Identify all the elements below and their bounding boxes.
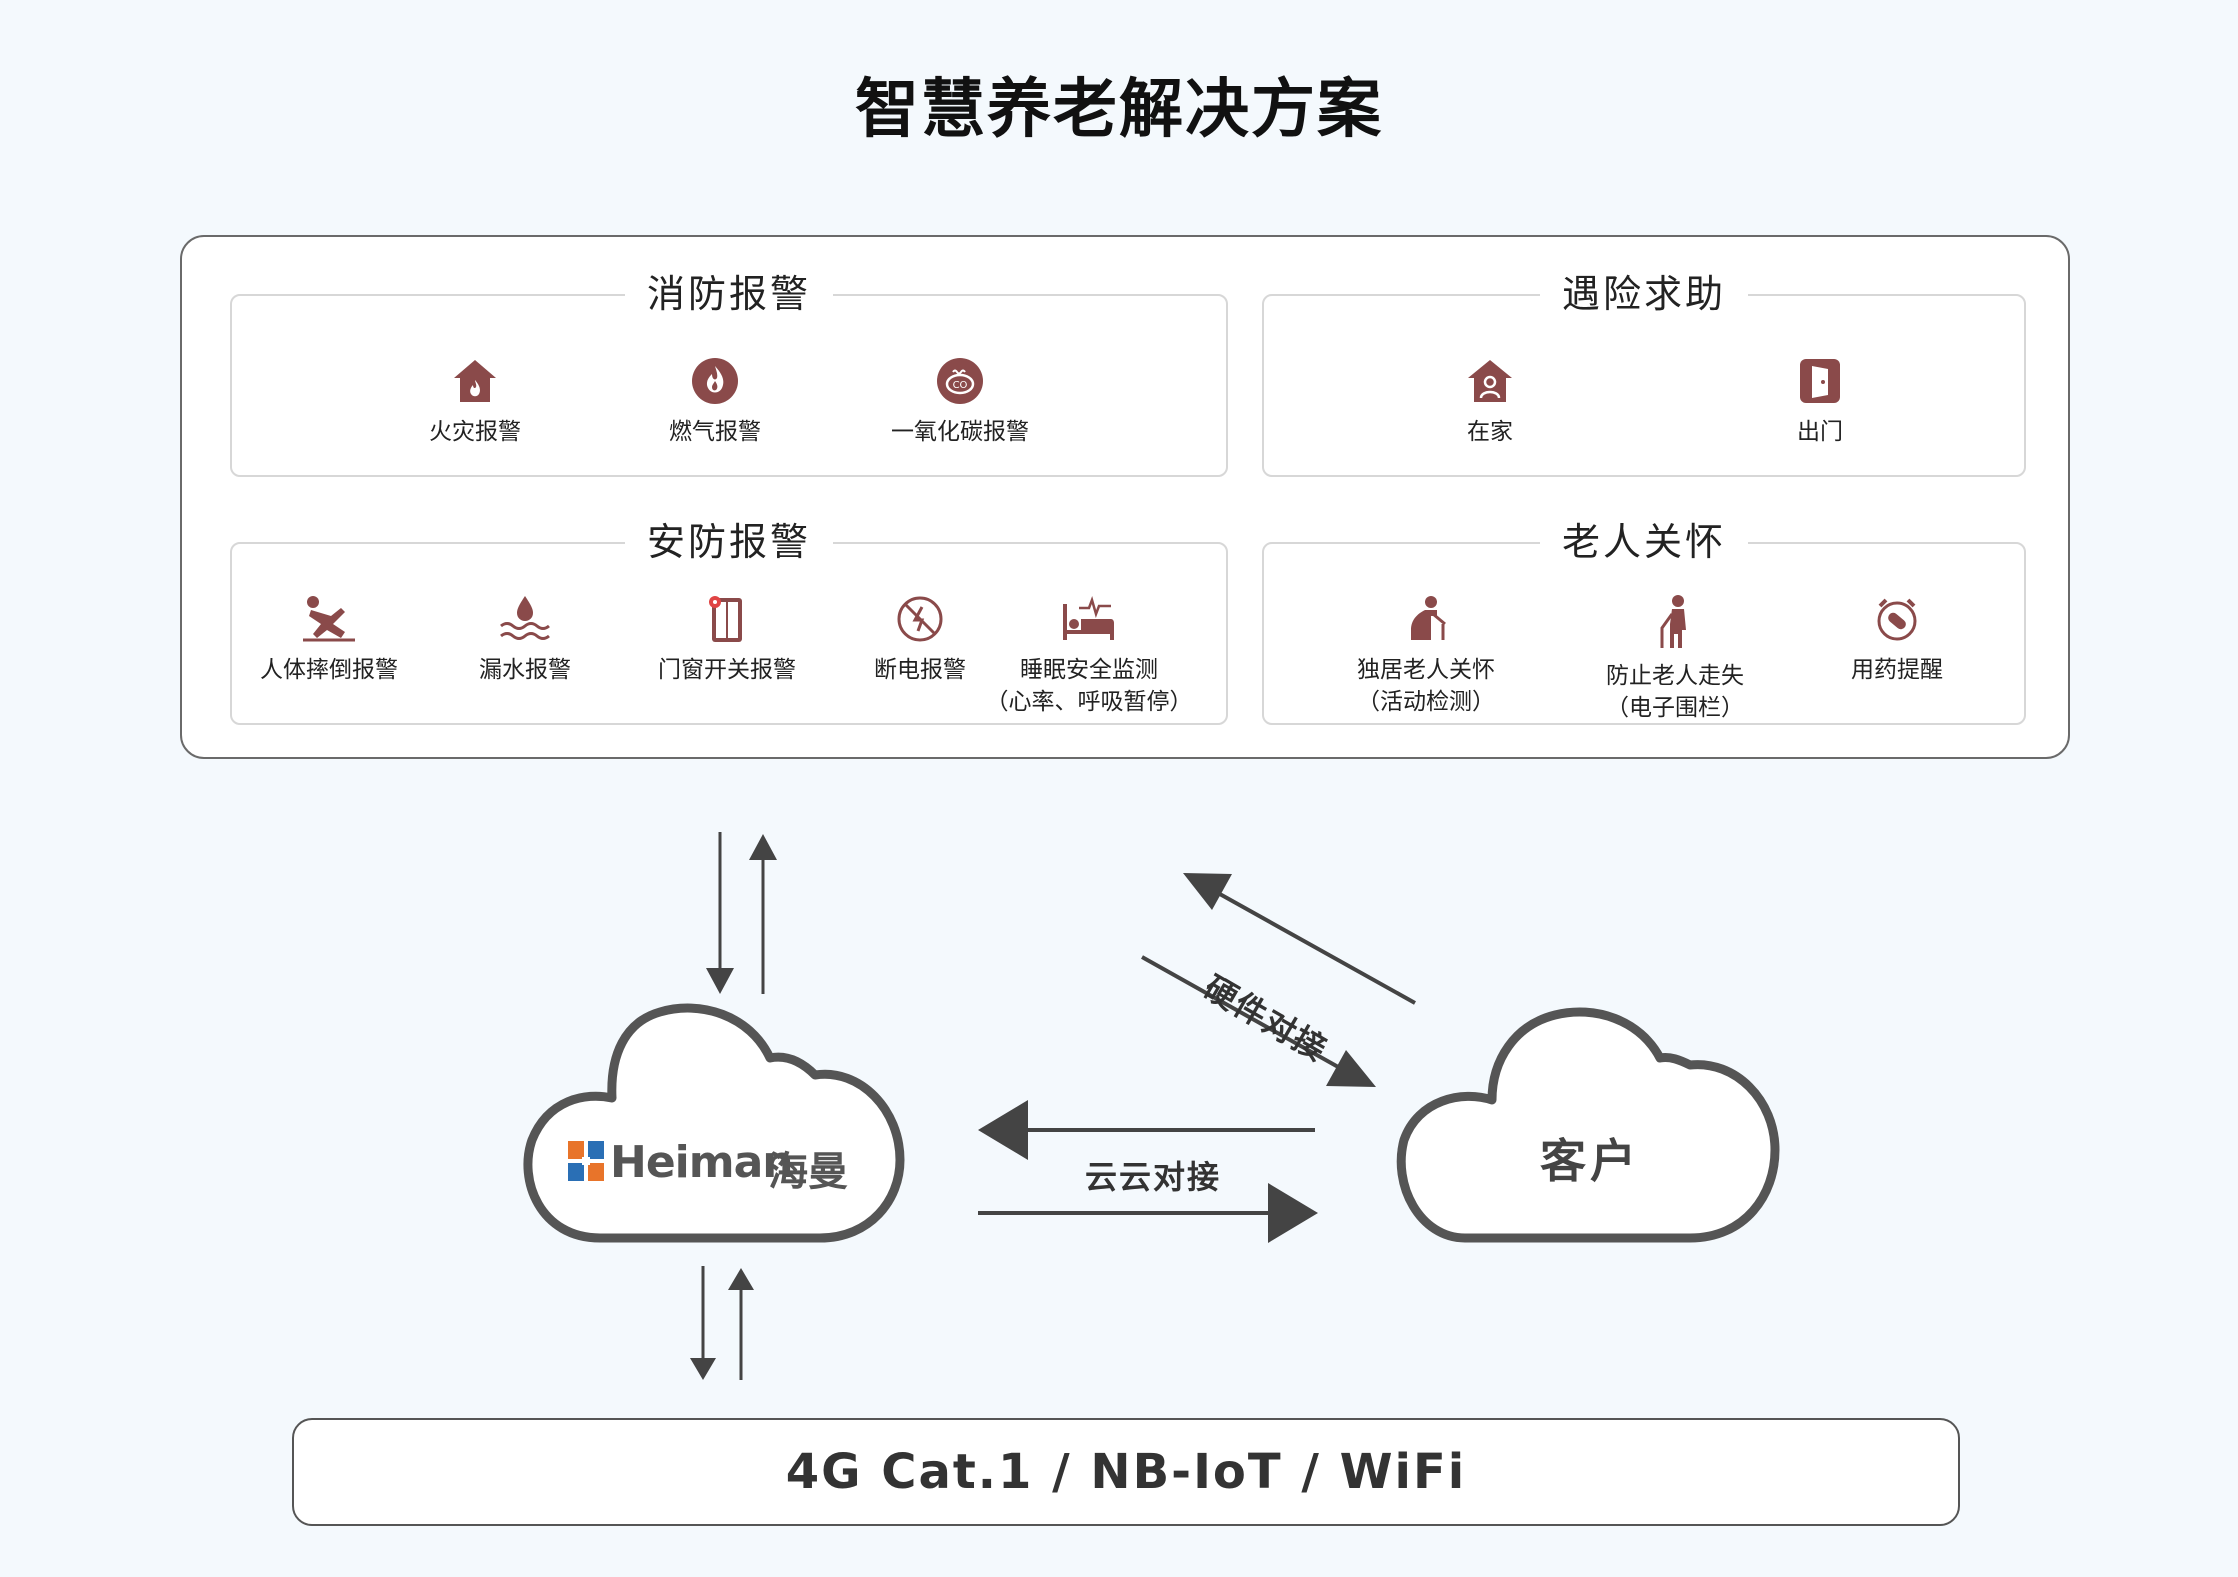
scenarios-panel: 消防报警 火灾报警 燃气报警 CO 一氧化碳报警: [180, 235, 2070, 759]
item-medication-reminder[interactable]: 用药提醒: [1787, 594, 2007, 686]
item-solo-elderly[interactable]: 独居老人关怀 （活动检测）: [1316, 594, 1536, 718]
heiman-network-arrows: [690, 1266, 754, 1380]
person-fall-icon: [303, 596, 355, 642]
item-label: 燃气报警: [669, 419, 761, 445]
cloud-integration-label: 云云对接: [1085, 1158, 1222, 1196]
item-leak-alarm[interactable]: 漏水报警: [415, 594, 635, 686]
elderly-sitting-icon: [1411, 596, 1446, 640]
door-window-icon: [709, 596, 742, 642]
group-title-emergency: 遇险求助: [1539, 266, 1748, 322]
group-title-care: 老人关怀: [1539, 514, 1748, 570]
heiman-logo-en: Heiman: [610, 1137, 794, 1188]
item-sublabel: （电子围栏）: [1606, 695, 1744, 721]
elderly-cane-icon: [1660, 595, 1686, 648]
pill-clock-icon: [1877, 598, 1917, 641]
item-sleep-monitor[interactable]: 睡眠安全监测 （心率、呼吸暂停）: [979, 594, 1199, 718]
item-gas-alarm[interactable]: 燃气报警: [605, 356, 825, 448]
panel-heiman-arrows: [706, 832, 777, 994]
group-security-alarm: 安防报警 人体摔倒报警 漏水报警: [230, 514, 1228, 725]
item-at-home[interactable]: 在家: [1380, 356, 1600, 448]
group-elderly-care: 老人关怀 独居老人关怀 （活动检测） 防止老人走失 （电子围栏）: [1262, 514, 2026, 725]
item-label: 独居老人关怀: [1357, 657, 1495, 683]
customer-cloud: [1396, 1007, 1780, 1243]
item-label: 防止老人走失: [1606, 663, 1744, 689]
heiman-cloud: [523, 1003, 905, 1243]
item-sublabel: （活动检测）: [1357, 689, 1495, 715]
network-bar: 4G Cat.1 / NB-IoT / WiFi: [292, 1418, 1960, 1526]
home-person-icon: [1468, 360, 1512, 402]
item-door-window-alarm[interactable]: 门窗开关报警: [617, 594, 837, 686]
cloud-cloud-arrows: [978, 1100, 1318, 1243]
svg-text:CO: CO: [953, 380, 968, 391]
item-label: 火灾报警: [429, 419, 521, 445]
item-power-alarm[interactable]: 断电报警: [810, 594, 1030, 686]
item-sublabel: （心率、呼吸暂停）: [985, 689, 1193, 715]
item-fall-alarm[interactable]: 人体摔倒报警: [219, 594, 439, 686]
group-fire-alarm: 消防报警 火灾报警 燃气报警 CO 一氧化碳报警: [230, 266, 1228, 477]
item-label: 在家: [1467, 419, 1513, 445]
co-gas-icon: CO: [937, 358, 983, 404]
flame-icon: [692, 358, 738, 404]
heiman-logo: Heiman 海曼: [568, 1137, 898, 1195]
door-exit-icon: [1800, 359, 1840, 403]
hardware-arrows: [1141, 873, 1416, 1087]
item-go-out[interactable]: 出门: [1710, 356, 1930, 448]
sleep-monitor-icon: [1063, 596, 1114, 640]
item-label: 一氧化碳报警: [891, 419, 1029, 445]
page-title: 智慧养老解决方案: [855, 73, 1383, 147]
water-leak-icon: [500, 596, 550, 640]
group-title-fire: 消防报警: [624, 266, 833, 322]
item-label: 睡眠安全监测: [1020, 657, 1158, 683]
item-label: 断电报警: [874, 657, 966, 683]
item-label: 门窗开关报警: [658, 657, 796, 683]
heiman-logo-cn: 海曼: [768, 1149, 848, 1195]
item-co-alarm[interactable]: CO 一氧化碳报警: [850, 356, 1070, 448]
item-fire-alarm[interactable]: 火灾报警: [365, 356, 585, 448]
item-label: 漏水报警: [479, 657, 571, 683]
item-label: 人体摔倒报警: [260, 657, 398, 683]
group-emergency-help: 遇险求助 在家 出门: [1262, 266, 2026, 477]
item-label: 出门: [1797, 419, 1843, 445]
item-anti-wander[interactable]: 防止老人走失 （电子围栏）: [1565, 594, 1785, 724]
item-label: 用药提醒: [1851, 657, 1943, 683]
customer-label: 客户: [1540, 1134, 1640, 1188]
group-title-security: 安防报警: [624, 514, 833, 570]
house-fire-icon: [454, 360, 496, 402]
heiman-logo-icon: [568, 1141, 604, 1181]
power-off-icon: [897, 596, 943, 642]
